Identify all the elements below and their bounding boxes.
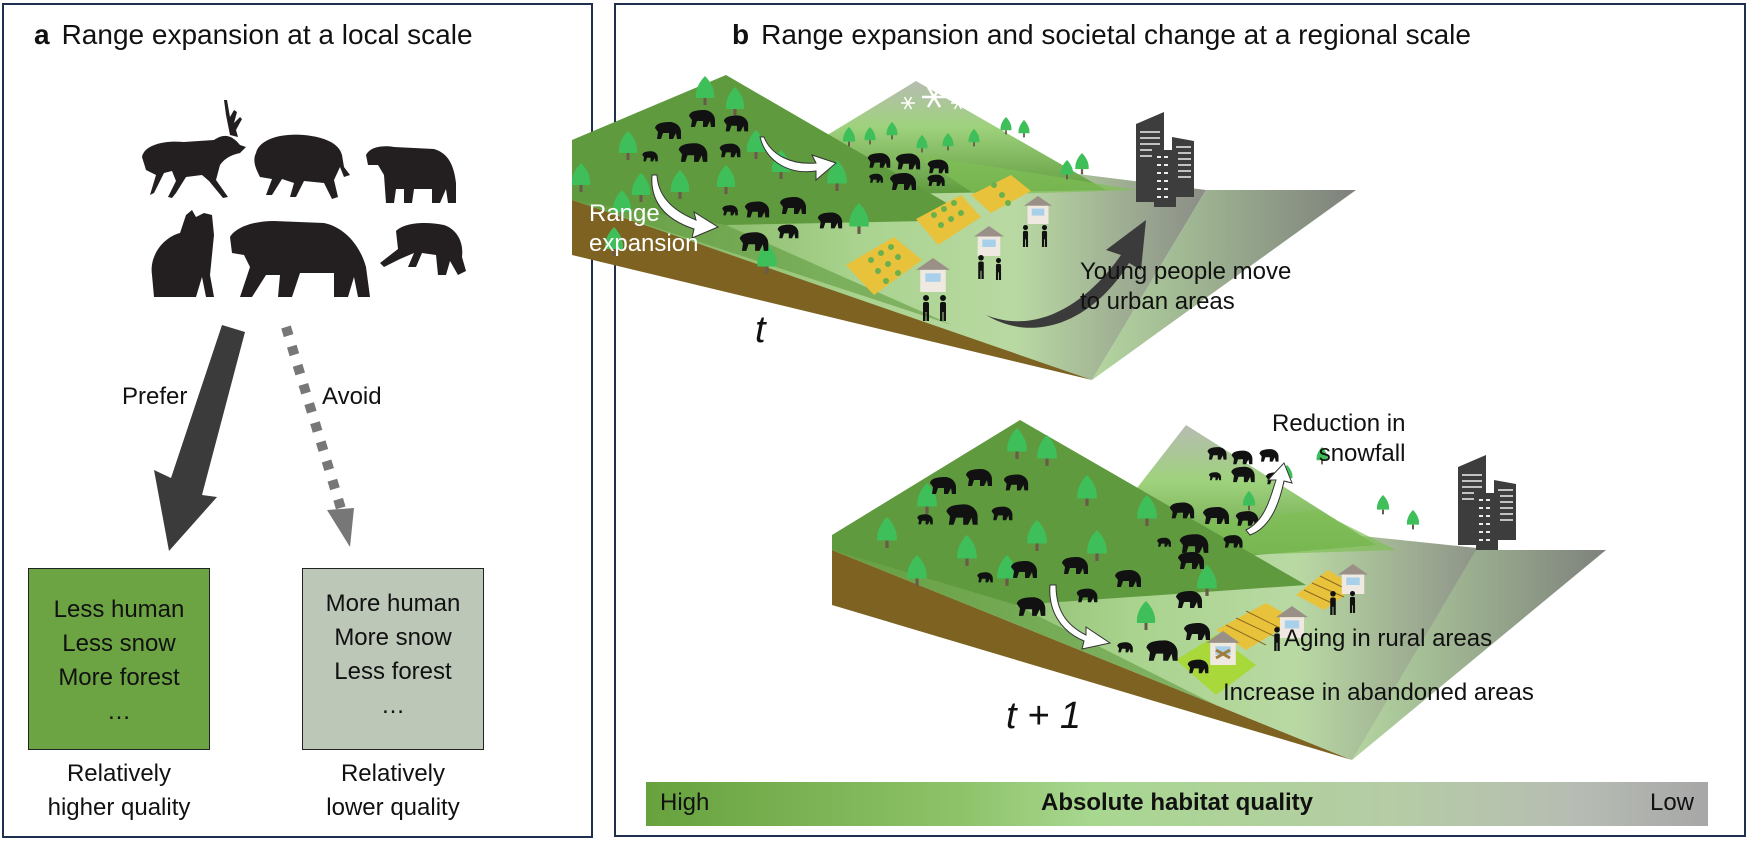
- panel-b-title-text: Range expansion and societal change at a…: [761, 19, 1471, 50]
- higher-box-line: More forest: [58, 664, 180, 691]
- landscape-illustration: [571, 75, 1606, 760]
- avoid-label: Avoid: [322, 383, 382, 410]
- urban-migration-label: Young people move to urban areas: [1080, 257, 1291, 317]
- prefer-label: Prefer: [122, 383, 188, 410]
- lower-quality-box: More human More snow Less forest …: [302, 568, 484, 750]
- panel-a-title-text: Range expansion at a local scale: [61, 19, 473, 50]
- prefer-arrow-shape: [154, 325, 245, 551]
- higher-box-line: …: [107, 698, 131, 725]
- animal-silhouettes: [142, 100, 466, 297]
- migration-arrow: [986, 220, 1146, 328]
- legend-low-label: Low: [1649, 789, 1694, 816]
- serow-icon: [151, 210, 214, 297]
- range-expansion-arrows: [651, 136, 837, 239]
- city-buildings-icon: [1458, 455, 1517, 550]
- caption-line: Relatively: [340, 760, 446, 787]
- legend-title: Absolute habitat quality: [1040, 789, 1313, 816]
- higher-quality-caption: Relatively higher quality: [9, 757, 229, 825]
- time-label-t: t: [755, 309, 766, 351]
- caption-line: lower quality: [326, 794, 460, 821]
- panel-b-letter: b: [732, 19, 750, 50]
- city-buildings-icon: [1136, 112, 1195, 207]
- lower-box-line: More snow: [334, 624, 452, 651]
- panel-b: b Range expansion and societal change at …: [571, 3, 1746, 837]
- avoid-arrow: [281, 325, 354, 547]
- brown-bear-icon: [230, 221, 370, 297]
- higher-box-line: Less human: [53, 596, 185, 623]
- higher-quality-box: Less human Less snow More forest …: [28, 568, 210, 750]
- aging-label: Aging in rural areas: [1284, 625, 1493, 652]
- habitat-quality-legend: High Absolute habitat quality Low: [646, 782, 1708, 826]
- snowfall-label: Reduction in snowfall: [1272, 409, 1405, 469]
- panel-a-title: a Range expansion at a local scale: [34, 19, 473, 51]
- panel-a-letter: a: [34, 19, 50, 50]
- range-expansion-label: Range expansion: [589, 199, 698, 259]
- panel-b-title: b Range expansion and societal change at …: [732, 19, 1471, 51]
- prefer-arrow: [154, 325, 245, 551]
- japanese-macaque-icon: [380, 223, 466, 275]
- lower-quality-caption: Relatively lower quality: [283, 757, 503, 825]
- houses: [1206, 564, 1368, 665]
- abandoned-area: [1176, 635, 1256, 695]
- snowflake-icon: [901, 86, 965, 110]
- label-line: Reduction in: [1272, 410, 1406, 437]
- label-line: Young people move: [1080, 258, 1292, 285]
- scene-t: [571, 75, 1356, 380]
- label-line: expansion: [589, 230, 699, 257]
- lower-box-line: More human: [325, 590, 461, 617]
- wild-boar-icon: [254, 134, 350, 199]
- sika-deer-icon: [142, 100, 246, 198]
- label-line: snowfall: [1318, 440, 1406, 467]
- back-mountain: [811, 81, 1106, 195]
- lower-box-line: …: [381, 692, 405, 719]
- caption-line: higher quality: [47, 794, 191, 821]
- lower-box-line: Less forest: [334, 658, 452, 685]
- time-label-t-plus-1: t + 1: [1006, 695, 1081, 737]
- higher-box-line: Less snow: [62, 630, 176, 657]
- panel-a: a Range expansion at a local scale Prefer: [2, 3, 593, 838]
- label-line: Range: [589, 200, 660, 227]
- farm-fields: [1216, 570, 1356, 650]
- label-line: to urban areas: [1080, 288, 1235, 315]
- range-expansion-arrows: [1049, 462, 1293, 650]
- scene-t-plus-1: [832, 420, 1606, 760]
- caption-line: Relatively: [66, 760, 172, 787]
- abandoned-label: Increase in abandoned areas: [1223, 679, 1534, 706]
- asiatic-black-bear-icon: [366, 146, 456, 203]
- legend-high-label: High: [660, 789, 710, 816]
- farm-fields: [846, 175, 1031, 295]
- boarded-window-icon: [1215, 648, 1231, 660]
